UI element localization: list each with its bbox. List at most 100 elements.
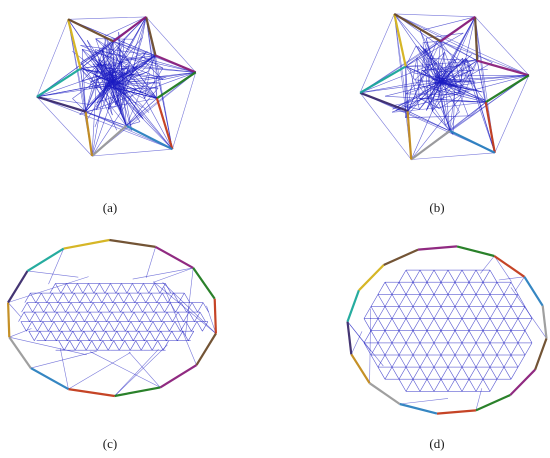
mesh-edge: [137, 283, 144, 294]
mesh-edge: [394, 13, 530, 76]
mesh-edge: [468, 379, 477, 392]
mesh-edge: [67, 19, 113, 83]
mesh-edge: [391, 294, 400, 307]
mesh-edge: [503, 330, 512, 344]
boundary-edge: [67, 18, 114, 43]
mesh-edge: [182, 331, 189, 341]
mesh-edge: [196, 321, 203, 332]
mesh-edge: [431, 100, 440, 109]
mesh-edge: [155, 55, 173, 150]
mesh-edge: [407, 41, 441, 112]
mesh-edge: [405, 66, 408, 112]
mesh-edge: [412, 342, 421, 356]
mesh-edge: [461, 306, 470, 319]
mesh-edge: [419, 30, 446, 83]
mesh-edge: [468, 330, 477, 344]
mesh-edge: [155, 331, 162, 341]
mesh-edge: [147, 302, 154, 313]
mesh-edge: [70, 302, 77, 313]
mesh-edge: [86, 321, 93, 332]
mesh-edge: [440, 41, 447, 69]
mesh-edge: [422, 68, 447, 71]
mesh-edge: [482, 379, 491, 392]
mesh-edge: [524, 318, 533, 331]
boundary-edge: [456, 245, 495, 258]
mesh-edge: [118, 292, 125, 303]
mesh-edge: [409, 68, 420, 110]
mesh-edge: [156, 292, 163, 303]
mesh-edge: [426, 366, 435, 380]
mesh-edge: [134, 292, 141, 303]
mesh-edge: [66, 283, 73, 294]
mesh-edge: [517, 306, 526, 319]
mesh-edge: [370, 318, 379, 331]
boundary-edge: [368, 382, 401, 405]
mesh-edge: [482, 269, 491, 283]
mesh-edge: [440, 330, 449, 344]
mesh-edge: [482, 354, 491, 368]
mesh-edge: [26, 321, 33, 332]
mesh-edge: [141, 55, 156, 73]
mesh-edge: [384, 318, 393, 331]
mesh-edge: [461, 282, 470, 295]
boundary-edge: [346, 289, 360, 322]
mesh-edge: [426, 342, 435, 356]
mesh-edge: [510, 366, 519, 380]
mesh-edge: [85, 340, 92, 351]
mesh-edge: [109, 302, 116, 313]
mesh-edge: [384, 330, 393, 344]
mesh-edge: [111, 311, 118, 322]
mesh-edge: [104, 16, 147, 37]
boundary-edge: [418, 245, 458, 251]
boundary-edge: [84, 111, 94, 157]
mesh-edge: [51, 311, 58, 322]
mesh-edge: [468, 354, 477, 368]
boundary-edge: [393, 13, 407, 67]
mesh-edge: [8, 276, 89, 303]
mesh-edge: [160, 331, 167, 341]
mesh-edge: [101, 292, 108, 303]
mesh-edge: [108, 73, 126, 85]
mesh-edge: [186, 302, 193, 313]
mesh-edge: [61, 331, 68, 341]
mesh-edge: [113, 41, 164, 69]
boundary-edge: [406, 110, 413, 160]
mesh-edge: [449, 85, 456, 131]
mesh-edge: [363, 318, 372, 331]
mesh-edge: [153, 302, 160, 313]
mesh-edge: [429, 85, 486, 101]
mesh-edge: [151, 292, 158, 303]
mesh-edge: [496, 282, 505, 295]
mesh-edge: [100, 331, 107, 341]
mesh-edge: [63, 340, 70, 351]
boundary-edge: [346, 321, 353, 355]
mesh-edge: [419, 306, 428, 319]
mesh-edge: [398, 318, 407, 331]
mesh-edge: [148, 283, 155, 294]
mesh-edge: [489, 306, 498, 319]
mesh-edge: [60, 348, 69, 390]
mesh-edge: [426, 318, 435, 331]
mesh-edge: [433, 294, 442, 307]
boundary-edge: [449, 129, 496, 154]
mesh-edge: [41, 292, 48, 303]
mesh-edge: [50, 331, 57, 341]
mesh-edge: [405, 66, 428, 68]
mesh-edge: [111, 81, 113, 83]
mesh-edge: [154, 283, 161, 294]
mesh-edge: [377, 282, 386, 295]
mesh-edge: [385, 95, 486, 103]
mesh-edge: [475, 330, 484, 344]
mesh-edge: [440, 282, 449, 295]
mesh-edge: [111, 331, 118, 341]
mesh-edge: [157, 340, 164, 351]
mesh-edge: [412, 379, 421, 392]
panel-a-mesh: [36, 16, 197, 157]
mesh-edge: [35, 292, 42, 303]
mesh-edge: [48, 248, 64, 285]
mesh-edge: [107, 64, 112, 80]
mesh-edge: [180, 302, 187, 313]
boundary-edge: [350, 353, 371, 384]
mesh-edge: [494, 255, 512, 282]
mesh-edge: [68, 292, 75, 303]
